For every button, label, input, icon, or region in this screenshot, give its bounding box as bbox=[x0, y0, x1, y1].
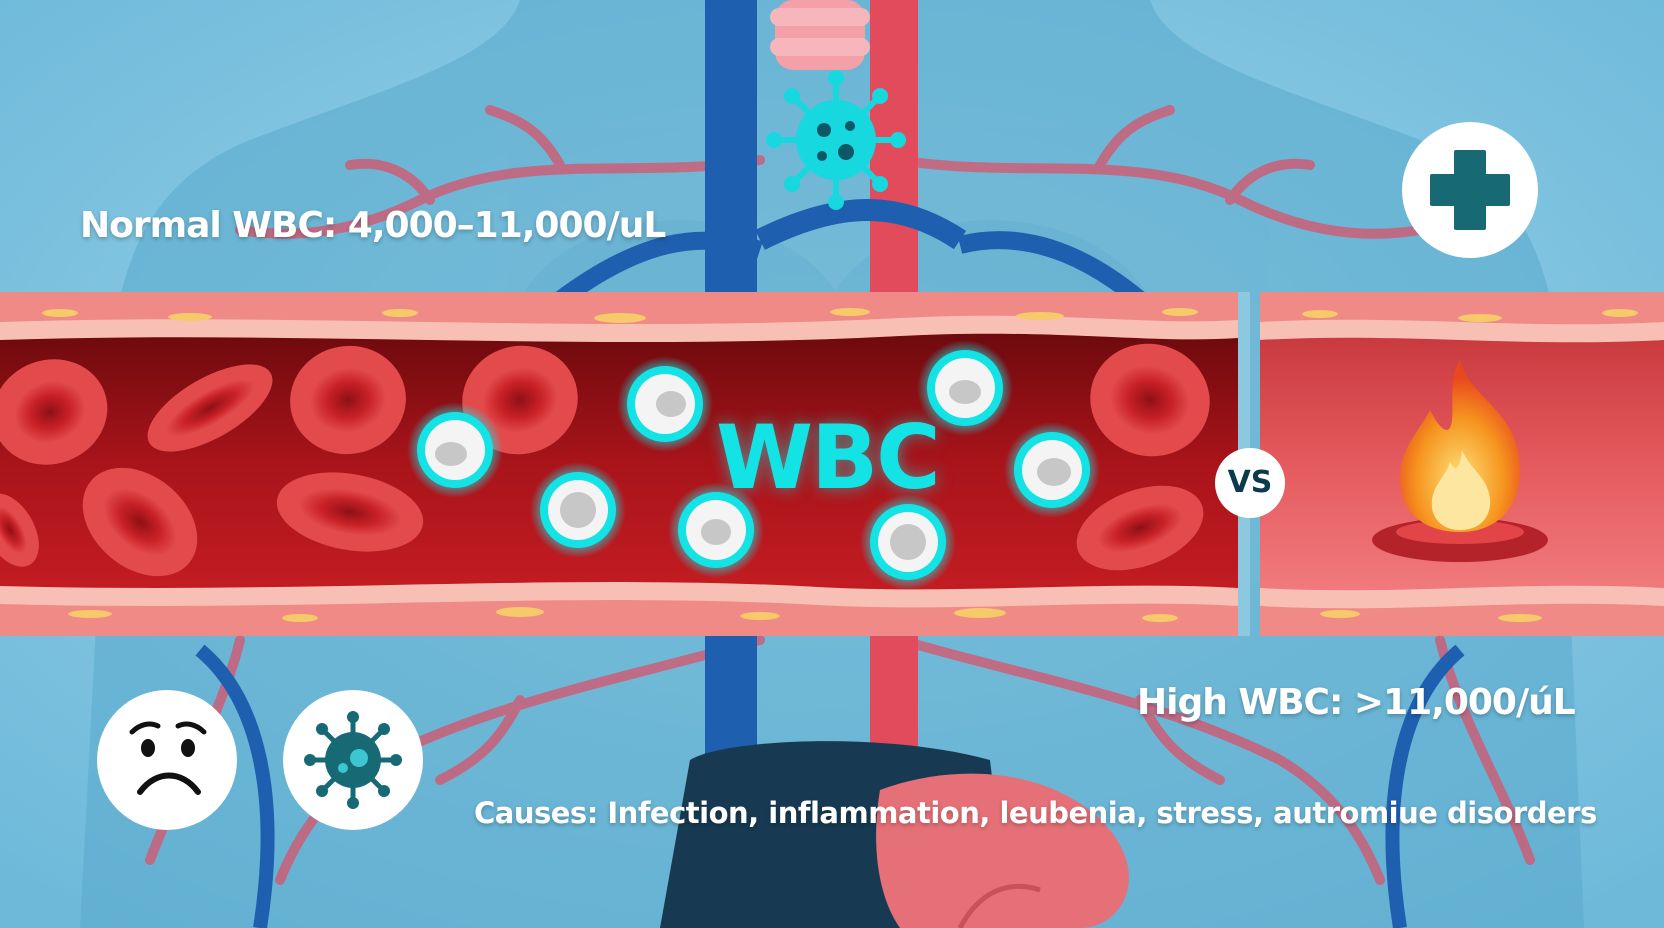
medical-cross-icon bbox=[1402, 122, 1538, 258]
red-blood-cell bbox=[1076, 485, 1204, 571]
white-blood-cells bbox=[407, 340, 1100, 590]
red-blood-cell bbox=[276, 472, 424, 552]
high-wbc-label: High WBC: >11,000/úL bbox=[1137, 682, 1576, 723]
vs-badge: VS bbox=[1215, 448, 1285, 518]
red-blood-cells bbox=[0, 343, 1210, 577]
sad-face-icon bbox=[97, 690, 237, 830]
white-blood-cell bbox=[407, 402, 503, 498]
white-blood-cell bbox=[917, 340, 1013, 436]
organs bbox=[660, 741, 1129, 928]
white-blood-cell bbox=[530, 462, 626, 558]
white-blood-cell bbox=[668, 482, 764, 578]
white-blood-cell bbox=[860, 494, 956, 590]
white-blood-cell bbox=[617, 356, 713, 452]
white-blood-cell bbox=[1004, 422, 1100, 518]
red-blood-cell bbox=[1090, 343, 1210, 457]
normal-wbc-label: Normal WBC: 4,000–11,000/uL bbox=[80, 205, 666, 246]
red-blood-cell bbox=[82, 467, 198, 577]
red-blood-cell bbox=[0, 493, 39, 567]
red-blood-cell bbox=[0, 359, 108, 465]
virus-icon bbox=[766, 70, 906, 210]
red-blood-cell bbox=[147, 364, 273, 452]
trachea bbox=[770, 0, 870, 70]
artery-branches bbox=[145, 105, 1535, 885]
red-blood-cell bbox=[290, 345, 406, 455]
flame-icon bbox=[1372, 360, 1548, 562]
virus-icon bbox=[283, 690, 423, 830]
wbc-title: WBC bbox=[716, 406, 941, 509]
causes-label: Causes: Infection, inflammation, leubeni… bbox=[474, 796, 1597, 830]
